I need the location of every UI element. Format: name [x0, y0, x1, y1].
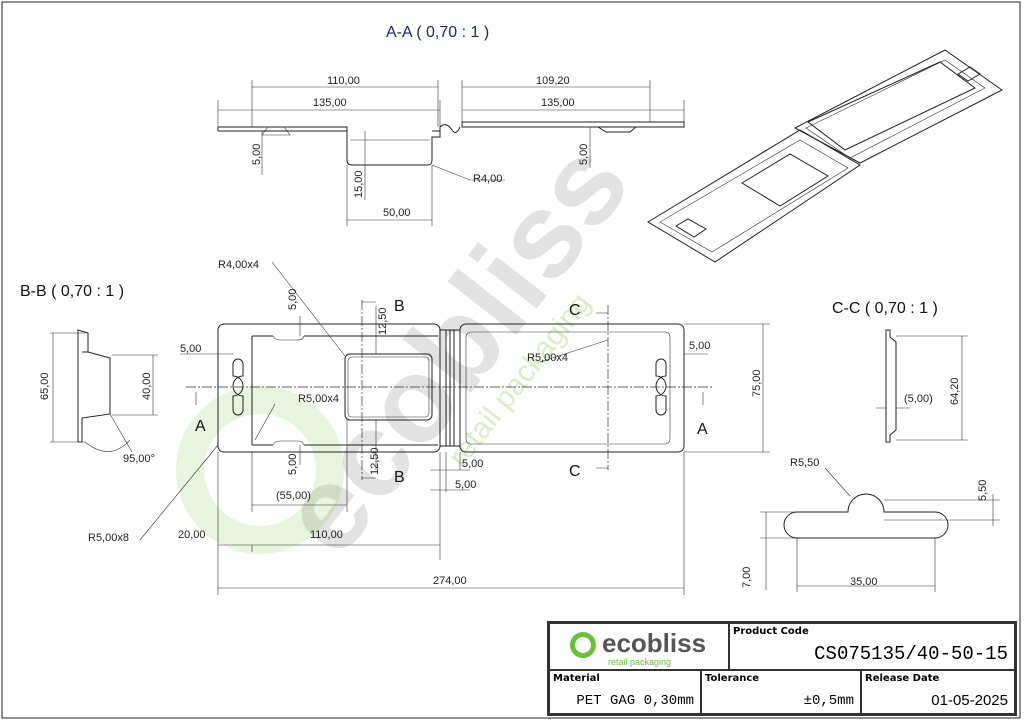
dim-5-bottom: 5,00 — [287, 454, 299, 475]
watermark-logo-mark — [176, 386, 344, 554]
dim-110: 110,00 — [327, 75, 360, 87]
release-date-label: Release Date — [865, 673, 940, 684]
isometric-view — [647, 49, 1003, 263]
dim-r5x4-right: R5,00x4 — [527, 352, 568, 364]
dim-64-20: 64,20 — [949, 377, 961, 405]
dim-5-right-hole: 5,00 — [689, 340, 710, 352]
section-cc-view: C-C ( 0,70 : 1 ) 64,20 (5,00) — [832, 300, 968, 443]
section-aa-title: A-A ( 0,70 : 1 ) — [386, 24, 489, 41]
section-bb-view: B-B ( 0,70 : 1 ) 65,00 40,00 95,00° — [20, 283, 158, 465]
section-marker-b-bottom: B — [394, 469, 405, 486]
dim-5-left: 5,00 — [251, 144, 263, 165]
section-marker-a-left: A — [195, 418, 206, 435]
dim-35: 35,00 — [850, 576, 878, 588]
dim-hinge-5b: 5,00 — [455, 479, 476, 491]
section-marker-c-top: C — [569, 302, 581, 319]
material-value: PET GAG 0,30mm — [576, 693, 694, 709]
dim-135-right: 135,00 — [541, 97, 575, 109]
plan-view: A A B B C C R4,00x4 5,00 12,50 12,50 5,0… — [88, 259, 770, 595]
section-cc-title: C-C ( 0,70 : 1 ) — [832, 300, 938, 317]
section-marker-c-bottom: C — [569, 463, 581, 480]
product-code-cell: Product Code CS075135/40-50-15 — [729, 623, 1015, 670]
dim-40: 40,00 — [141, 372, 153, 400]
logo-tagline: retail packaging — [608, 657, 672, 667]
dim-12-50-bottom: 12,50 — [369, 447, 381, 475]
product-code-label: Product Code — [733, 626, 809, 637]
title-block: ecobliss retail packaging Product Code C… — [547, 621, 1017, 716]
dim-110-plan: 110,00 — [310, 529, 343, 541]
ecobliss-logo-icon — [570, 632, 596, 658]
dim-5-cc: (5,00) — [904, 393, 933, 405]
dim-5-left-hole: 5,00 — [180, 343, 201, 355]
release-date-value: 01-05-2025 — [931, 692, 1008, 709]
dim-r5x8: R5,00x8 — [88, 532, 129, 544]
dim-hinge-5a: 5,00 — [462, 458, 483, 470]
dim-r4x4: R4,00x4 — [218, 259, 259, 271]
dim-15: 15,00 — [353, 170, 365, 198]
material-cell: Material PET GAG 0,30mm — [549, 670, 701, 714]
dim-7: 7,00 — [741, 567, 753, 588]
dim-95-deg: 95,00° — [123, 453, 155, 465]
release-date-cell: Release Date 01-05-2025 — [861, 670, 1015, 714]
logo-cell: ecobliss retail packaging — [549, 623, 729, 670]
dim-109-20: 109,20 — [536, 75, 570, 87]
logo-text: ecobliss — [602, 628, 707, 658]
dim-r4: R4,00 — [473, 173, 502, 185]
tolerance-cell: Tolerance ±0,5mm — [701, 670, 861, 714]
dim-5-50: 5,50 — [977, 480, 989, 501]
dim-65: 65,00 — [39, 372, 51, 400]
tolerance-value: ±0,5mm — [803, 693, 854, 709]
section-marker-a-right: A — [697, 421, 708, 438]
product-code-value: CS075135/40-50-15 — [814, 643, 1008, 665]
dim-274: 274,00 — [433, 575, 467, 587]
hang-hole-detail: R5,50 5,50 7,00 35,00 — [741, 457, 1000, 592]
section-marker-b-top: B — [394, 298, 405, 315]
dim-12-50-top: 12,50 — [377, 307, 389, 335]
dim-5-top: 5,00 — [287, 289, 299, 310]
section-aa-view: A-A ( 0,70 : 1 ) 110,00 135,00 109,20 13… — [217, 24, 685, 226]
dim-r5x4-left: R5,00x4 — [298, 393, 339, 405]
dim-50: 50,00 — [383, 207, 411, 219]
dim-75: 75,00 — [751, 369, 763, 397]
tolerance-label: Tolerance — [705, 673, 760, 684]
dim-20: 20,00 — [178, 529, 206, 541]
dim-135-left: 135,00 — [313, 97, 347, 109]
dim-5-right: 5,00 — [578, 144, 590, 165]
dim-r5-50: R5,50 — [790, 457, 819, 469]
section-bb-title: B-B ( 0,70 : 1 ) — [20, 283, 124, 300]
material-label: Material — [553, 673, 600, 684]
dim-55: (55,00) — [276, 490, 311, 502]
